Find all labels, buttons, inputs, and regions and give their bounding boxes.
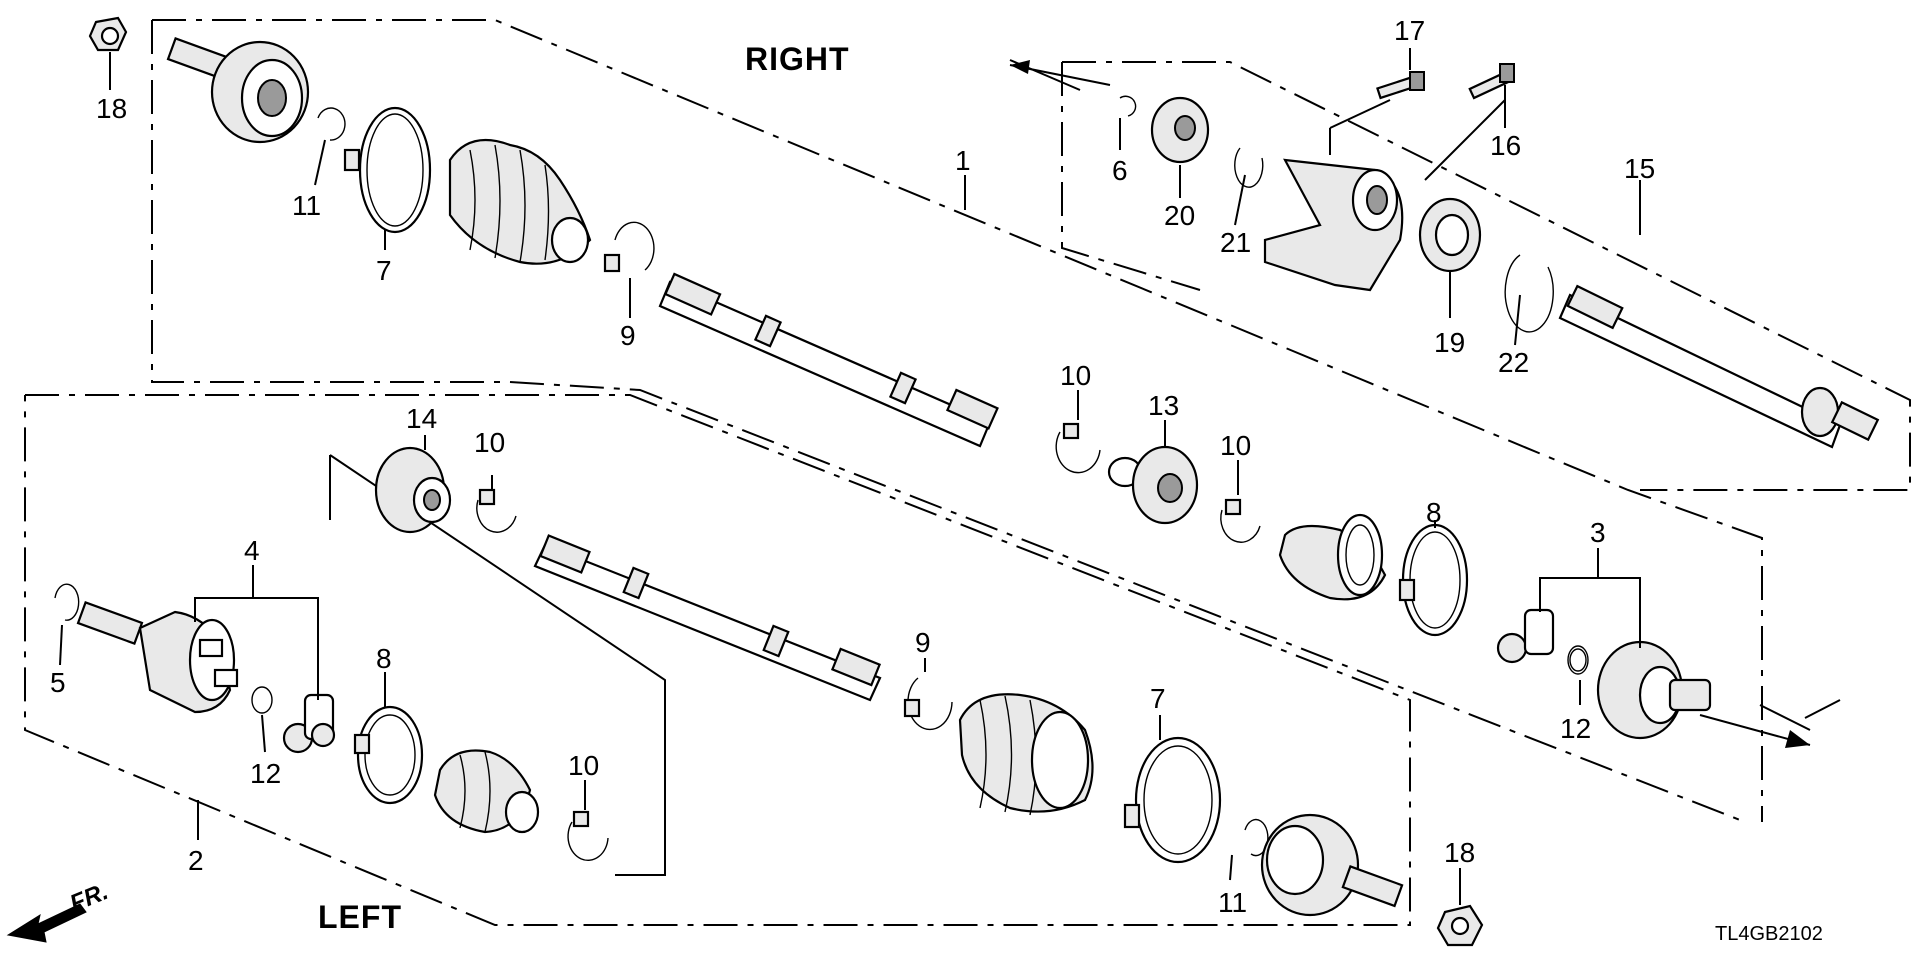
callout-2: 2: [188, 845, 204, 876]
boot-band-10-d: [567, 810, 609, 862]
callout-11-top: 11: [292, 190, 321, 221]
flange-bolts-16-17: [1376, 63, 1515, 100]
callout-4: 4: [244, 535, 260, 566]
boot-right-inner: [1278, 513, 1387, 601]
callout-12-left: 12: [250, 758, 281, 789]
boot-band-8-right: [1398, 523, 1469, 637]
callout-13: 13: [1148, 390, 1179, 421]
callout-10-c: 10: [474, 427, 505, 458]
boot-left-inner: [433, 749, 540, 834]
leader-lines: [59, 48, 1641, 905]
callout-16: 16: [1490, 130, 1521, 161]
callout-8-right: 8: [1426, 497, 1442, 528]
callout-22: 22: [1498, 347, 1529, 378]
callout-17: 17: [1394, 15, 1425, 46]
callout-18-top: 18: [96, 93, 127, 124]
callout-8-left: 8: [376, 643, 392, 674]
callout-1: 1: [955, 145, 971, 176]
boot-band-7-top: [343, 106, 432, 234]
outboard-joint-left: [1260, 813, 1404, 917]
boot-band-9-bottom: [903, 677, 953, 731]
callout-10-a: 10: [1060, 360, 1091, 391]
direction-arrow-left-assembly: [1699, 714, 1811, 748]
boot-band-7-bottom: [1123, 736, 1222, 864]
boot-band-10-b: [1220, 498, 1261, 543]
callout-3: 3: [1590, 517, 1606, 548]
boot-band-10-a: [1055, 422, 1101, 474]
dynamic-damper-13: [1107, 445, 1199, 525]
callout-6: 6: [1112, 155, 1128, 186]
boot-right-outer: [448, 138, 592, 265]
callout-20: 20: [1164, 200, 1195, 231]
boot-left-outer: [958, 693, 1094, 816]
circlip-11-top: [317, 107, 346, 141]
boot-band-8-left: [353, 705, 424, 805]
left-assembly-title: LEFT: [318, 899, 402, 935]
callout-9-top: 9: [620, 320, 636, 351]
front-arrow-icon: [6, 903, 87, 943]
callout-19: 19: [1434, 327, 1465, 358]
left-shaft: [533, 534, 882, 702]
callout-18-bottom: 18: [1444, 837, 1475, 868]
callout-15: 15: [1624, 153, 1655, 184]
callout-21: 21: [1220, 227, 1251, 258]
bearing-support-assembly: [1119, 95, 1554, 333]
front-indicator-label: FR.: [66, 878, 112, 918]
direction-arrow-right-assembly: [1009, 60, 1111, 86]
tripod-joint-left: [282, 693, 336, 754]
callout-5: 5: [50, 667, 66, 698]
group-boundaries: [24, 19, 1911, 926]
boot-band-9-top: [603, 221, 655, 273]
callout-7-top: 7: [376, 255, 392, 286]
callout-7-bottom: 7: [1150, 683, 1166, 714]
callout-9-bottom: 9: [915, 627, 931, 658]
circlip-12-right: [1569, 648, 1587, 672]
right-assembly-title: RIGHT: [745, 41, 850, 77]
callout-11-bottom: 11: [1218, 887, 1247, 918]
hub-nut-18-top: [88, 16, 128, 52]
right-shaft: [658, 272, 999, 448]
inboard-joint-3: [1496, 608, 1712, 740]
dynamic-damper-14: [374, 446, 452, 534]
inboard-joint-4: [76, 600, 239, 714]
callout-10-d: 10: [568, 750, 599, 781]
callout-12-right: 12: [1560, 713, 1591, 744]
callout-14: 14: [406, 403, 437, 434]
diagram-code: TL4GB2102: [1715, 923, 1823, 945]
circlip-11-bottom: [1244, 818, 1269, 857]
half-shaft-15: [1558, 284, 1880, 449]
circlip-12-left: [251, 686, 273, 714]
circlip-5: [54, 583, 80, 621]
callout-10-b: 10: [1220, 430, 1251, 461]
hub-nut-18-bottom: [1436, 904, 1484, 947]
boot-band-10-c: [476, 488, 517, 533]
outboard-joint-right: [166, 36, 310, 144]
